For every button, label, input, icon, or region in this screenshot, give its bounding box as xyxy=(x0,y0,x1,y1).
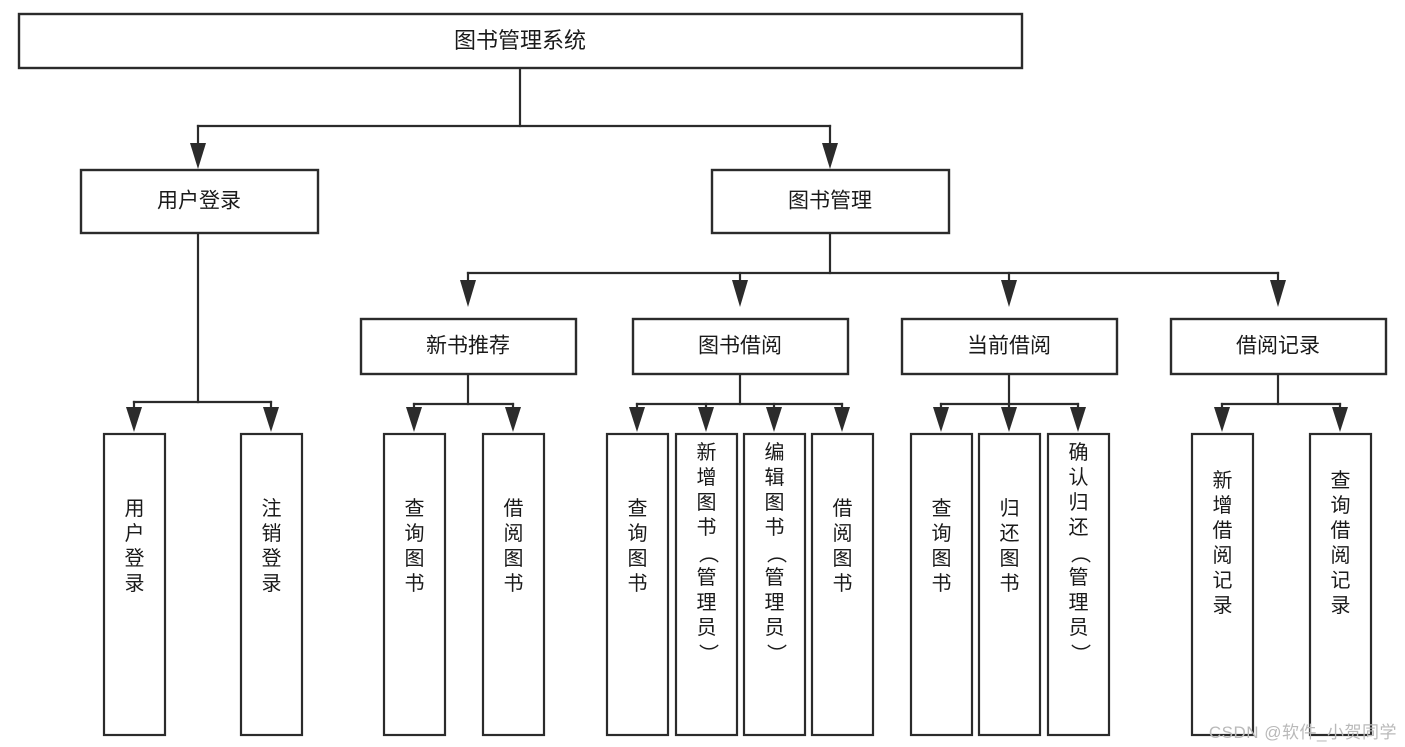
node-leaf-add-book[interactable] xyxy=(674,432,739,737)
arrow-to-leaf-add-book xyxy=(698,407,714,432)
node-leaf-query-book-2[interactable] xyxy=(605,432,670,737)
node-leaf-user-login[interactable] xyxy=(102,432,167,737)
arrow-to-leaf-query-record xyxy=(1332,407,1348,432)
node-current-borrow-label: 当前借阅 xyxy=(967,335,1051,358)
node-leaf-query-record[interactable] xyxy=(1308,432,1373,737)
arrow-to-leaf-user-login xyxy=(126,407,142,432)
node-user-login[interactable]: 用户登录 xyxy=(79,168,320,235)
arrow-to-borrow-record xyxy=(1270,280,1286,307)
node-leaf-logout[interactable] xyxy=(239,432,304,737)
arrow-to-user-login xyxy=(190,143,206,169)
arrow-to-leaf-logout xyxy=(263,407,279,432)
node-root-label: 图书管理系统 xyxy=(454,28,586,53)
node-root[interactable]: 图书管理系统 xyxy=(17,12,1024,70)
node-leaf-borrow-book-2[interactable] xyxy=(810,432,875,737)
node-leaf-return-book[interactable] xyxy=(977,432,1042,737)
node-new-book-recommend[interactable]: 新书推荐 xyxy=(359,317,578,376)
node-book-borrow[interactable]: 图书借阅 xyxy=(631,317,850,376)
node-new-book-recommend-label: 新书推荐 xyxy=(426,335,510,358)
csdn-watermark: CSDN @软件_小贺同学 xyxy=(1208,723,1397,742)
arrow-to-leaf-borrow-book-1 xyxy=(505,407,521,432)
node-leaf-confirm-return[interactable] xyxy=(1046,432,1111,737)
arrow-to-leaf-confirm-return xyxy=(1070,407,1086,432)
node-book-borrow-label: 图书借阅 xyxy=(698,335,782,358)
node-user-login-label: 用户登录 xyxy=(157,190,241,213)
node-leaf-edit-book[interactable] xyxy=(742,432,807,737)
arrow-to-current-borrow xyxy=(1001,280,1017,307)
node-borrow-record-label: 借阅记录 xyxy=(1236,335,1320,358)
node-borrow-record[interactable]: 借阅记录 xyxy=(1169,317,1388,376)
arrow-to-book-borrow xyxy=(732,280,748,307)
node-leaf-query-book-1[interactable] xyxy=(382,432,447,737)
node-book-manage-label: 图书管理 xyxy=(788,190,872,213)
arrow-to-leaf-return-book xyxy=(1001,407,1017,432)
edge-layer xyxy=(126,67,1348,432)
node-current-borrow[interactable]: 当前借阅 xyxy=(900,317,1119,376)
arrow-to-leaf-add-record xyxy=(1214,407,1230,432)
arrow-to-new-book-recommend xyxy=(460,280,476,307)
arrow-to-book-manage xyxy=(822,143,838,169)
node-layer: 图书管理系统 用户登录 图书管理 新书推荐 图书借阅 当前 xyxy=(17,12,1388,737)
arrow-to-leaf-edit-book xyxy=(766,407,782,432)
node-leaf-add-record[interactable] xyxy=(1190,432,1255,737)
node-leaf-query-book-3[interactable] xyxy=(909,432,974,737)
node-book-manage[interactable]: 图书管理 xyxy=(710,168,951,235)
node-leaf-borrow-book-1[interactable] xyxy=(481,432,546,737)
leaf-rect-group xyxy=(102,432,1373,737)
arrow-to-leaf-query-book-3 xyxy=(933,407,949,432)
arrow-to-leaf-query-book-1 xyxy=(406,407,422,432)
arrow-to-leaf-borrow-book-2 xyxy=(834,407,850,432)
arrow-to-leaf-query-book-2 xyxy=(629,407,645,432)
